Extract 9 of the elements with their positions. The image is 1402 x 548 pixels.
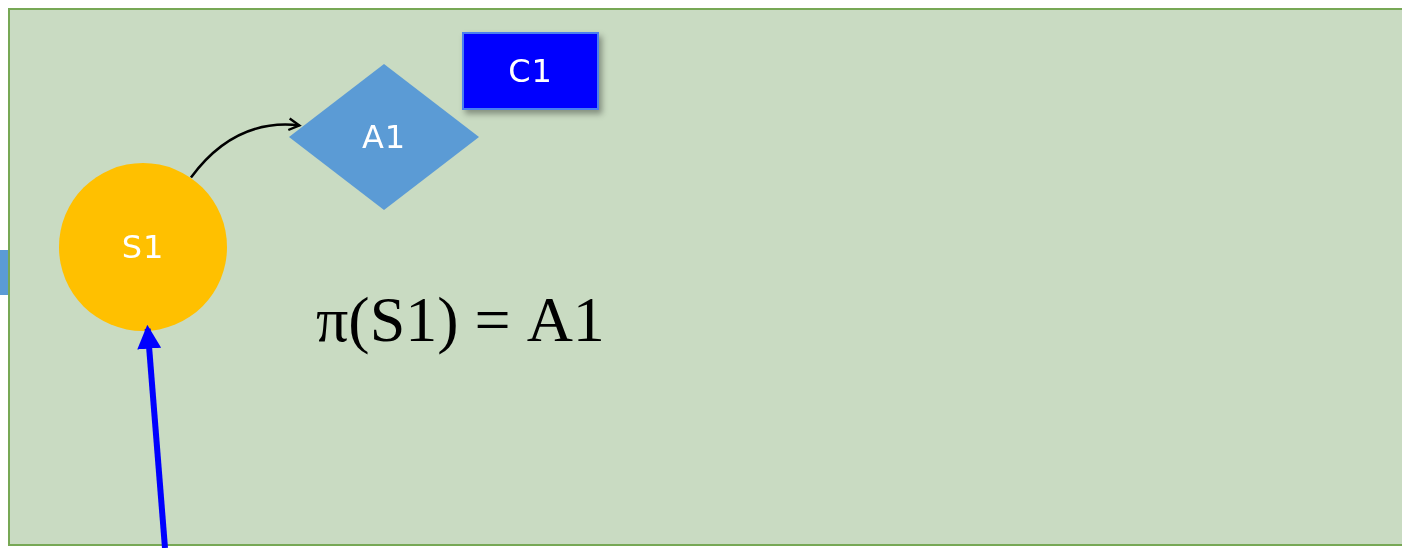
arrow [190, 117, 301, 179]
background-panel [8, 8, 1402, 546]
policy-formula: π(S1) = A1 [316, 283, 605, 357]
action-diamond [289, 64, 479, 210]
node-label: C1 [508, 51, 553, 92]
label-box [462, 32, 599, 110]
node-label: S1 [121, 227, 165, 268]
node-label: A1 [362, 117, 406, 158]
arrow [137, 324, 168, 548]
